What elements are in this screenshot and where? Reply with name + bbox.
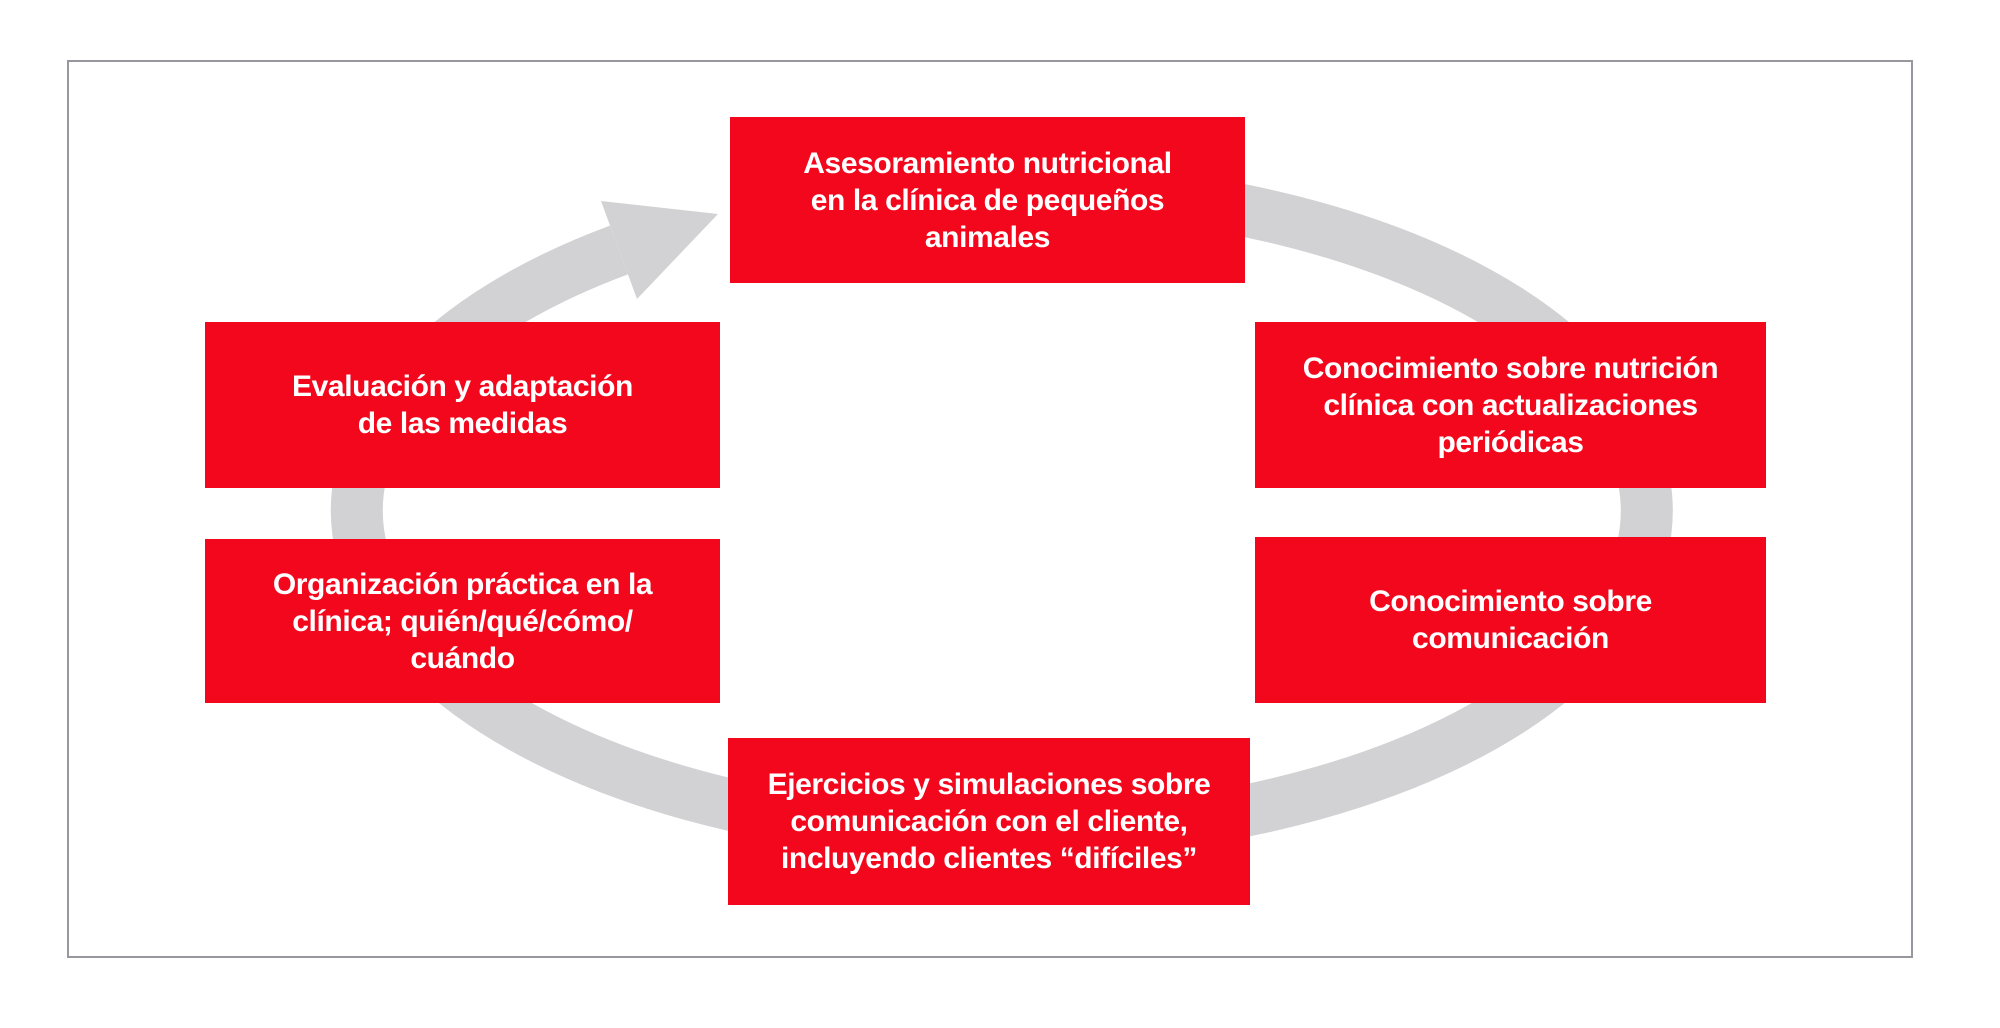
node-evaluacion-adaptacion: Evaluación y adaptación de las medidas [205, 322, 720, 488]
cycle-arrowhead-icon [601, 201, 718, 299]
node-ejercicios-simulaciones: Ejercicios y simulaciones sobre comunica… [728, 738, 1250, 905]
diagram-border [67, 60, 1913, 958]
node-conocimiento-comunicacion: Conocimiento sobre comunicación [1255, 537, 1766, 703]
cycle-ring [330, 160, 1673, 861]
node-conocimiento-nutricion: Conocimiento sobre nutrición clínica con… [1255, 322, 1766, 488]
node-organizacion-practica: Organización práctica en la clínica; qui… [205, 539, 720, 703]
node-asesoramiento-nutricional: Asesoramiento nutricional en la clínica … [730, 117, 1245, 283]
